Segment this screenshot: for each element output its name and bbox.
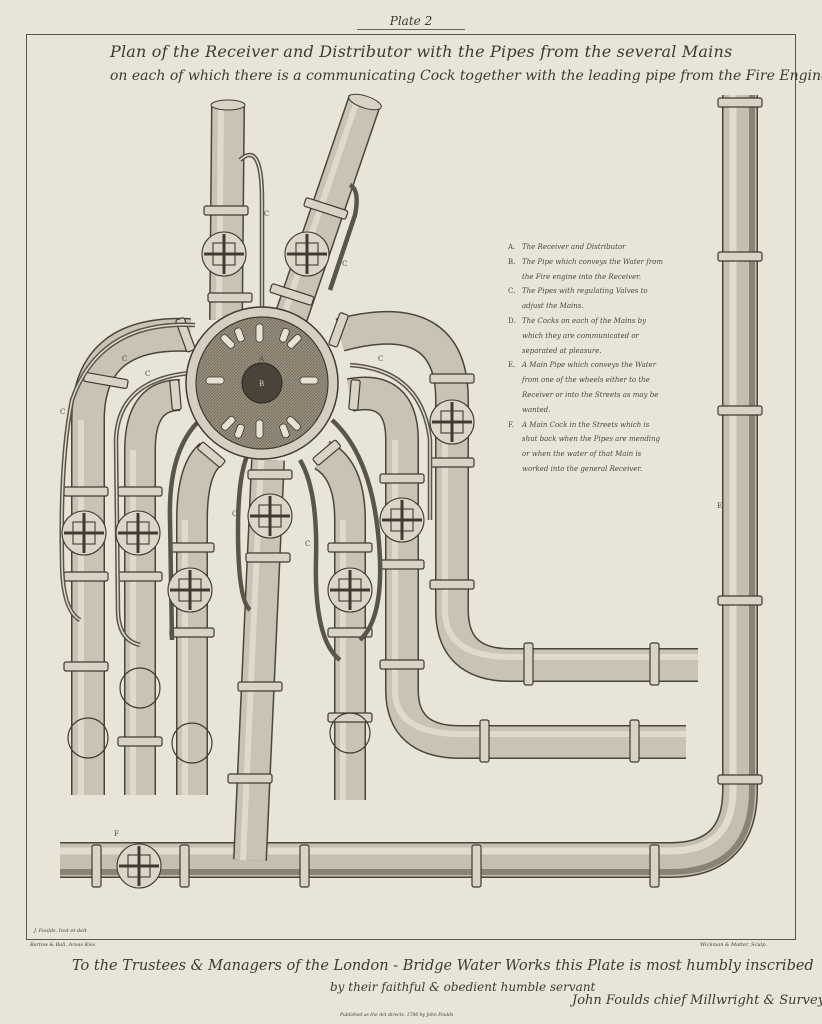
legend-line: Receiver or into the Streets as may be [508, 388, 658, 403]
legend-text: Receiver or into the Streets as may be [522, 390, 659, 399]
label-c-4: C [145, 370, 151, 378]
legend-text: worked into the general Receiver. [522, 464, 643, 473]
legend-key: B. [508, 257, 516, 266]
label-c-2: C [342, 260, 348, 268]
legend-text: or when the water of that Main is [522, 450, 642, 459]
legend-key: F. [508, 420, 514, 429]
legend-key: A. [508, 243, 516, 251]
signature-line: John Foulds chief Millwright & Surveyor. [572, 993, 822, 1008]
legend-line: B. The Pipe which conveys the Water from [508, 255, 663, 270]
receiver-a [185, 306, 339, 460]
legend-text: The Cocks on each of the Mains by [522, 316, 647, 325]
publication-line: Published as the Act directs, 1786 by Jo… [340, 1013, 454, 1018]
label-c-7: C [232, 510, 238, 518]
legend-line: F. A Main Cock in the Streets which is [508, 418, 658, 433]
cock-valves-d [61, 231, 475, 889]
legend-key: E. [508, 361, 516, 370]
label-c-1: C [264, 210, 270, 218]
main-pipe-e [60, 95, 758, 878]
legend-text: adjust the Mains. [522, 302, 584, 311]
legend-line: the Fire engine into the Receiver. [508, 270, 658, 285]
label-c-6: C [378, 355, 384, 363]
legend-text: The Pipes with regulating Valves to [522, 287, 648, 296]
legend-line: worked into the general Receiver. [508, 462, 658, 477]
label-e: E [717, 502, 723, 510]
dedication-line-1: To the Trustees & Managers of the London… [72, 958, 814, 974]
legend-line: D. The Cocks on each of the Mains by [508, 314, 658, 329]
legend-text: the Fire engine into the Receiver. [522, 272, 642, 281]
legend-line: A. The Receiver and Distributor [508, 240, 658, 255]
label-c-3: C [122, 355, 128, 363]
regulating-valve-pipes-light [60, 154, 431, 646]
legend: A. The Receiver and Distributor B. The Pip… [508, 240, 663, 477]
label-f: F [114, 830, 119, 838]
title-line-1: Plan of the Receiver and Distributor wit… [110, 42, 733, 61]
legend-line: which they are communicated or [508, 329, 658, 344]
printer-credit: Barlow & Ball, Areas Kiss [30, 942, 96, 948]
legend-line: wanted. [508, 403, 658, 418]
label-b: B [259, 380, 265, 388]
label-c-8: C [305, 540, 311, 548]
draughtsman-credit: J. Foulds, Invt et delt [34, 928, 87, 934]
plate-border [26, 34, 796, 940]
legend-line: C. The Pipes with regulating Valves to [508, 284, 658, 299]
legend-key: C. [508, 287, 516, 296]
legend-text: A Main Pipe which conveys the Water [522, 361, 657, 370]
legend-text: The Receiver and Distributor [522, 243, 626, 251]
plate-number: Plate 2 [351, 14, 471, 30]
legend-text: wanted. [522, 405, 551, 414]
title-line-2: on each of which there is a communicatin… [110, 68, 822, 84]
legend-text: which they are communicated or [522, 331, 639, 340]
dedication-line-2: by their faithful & obedient humble serv… [330, 980, 596, 994]
legend-key: D. [508, 316, 516, 325]
legend-text: The Pipe which conveys the Water from [522, 257, 664, 266]
legend-line: separated at pleasure. [508, 344, 658, 359]
legend-text: A Main Cock in the Streets which is [522, 420, 650, 429]
legend-text: shut back when the Pipes are mending [522, 435, 661, 444]
engraver-credit: Wickman & Matter, Sculp. [700, 942, 767, 948]
legend-line: shut back when the Pipes are mending [508, 432, 661, 447]
label-c-5: C [60, 408, 66, 416]
legend-line: from one of the wheels either to the [508, 373, 658, 388]
legend-line: adjust the Mains. [508, 299, 658, 314]
legend-line: or when the water of that Main is [508, 447, 658, 462]
legend-text: separated at pleasure. [522, 346, 602, 355]
legend-line: E. A Main Pipe which conveys the Water [508, 358, 658, 373]
legend-text: from one of the wheels either to the [522, 376, 650, 385]
label-a: A [259, 355, 265, 363]
